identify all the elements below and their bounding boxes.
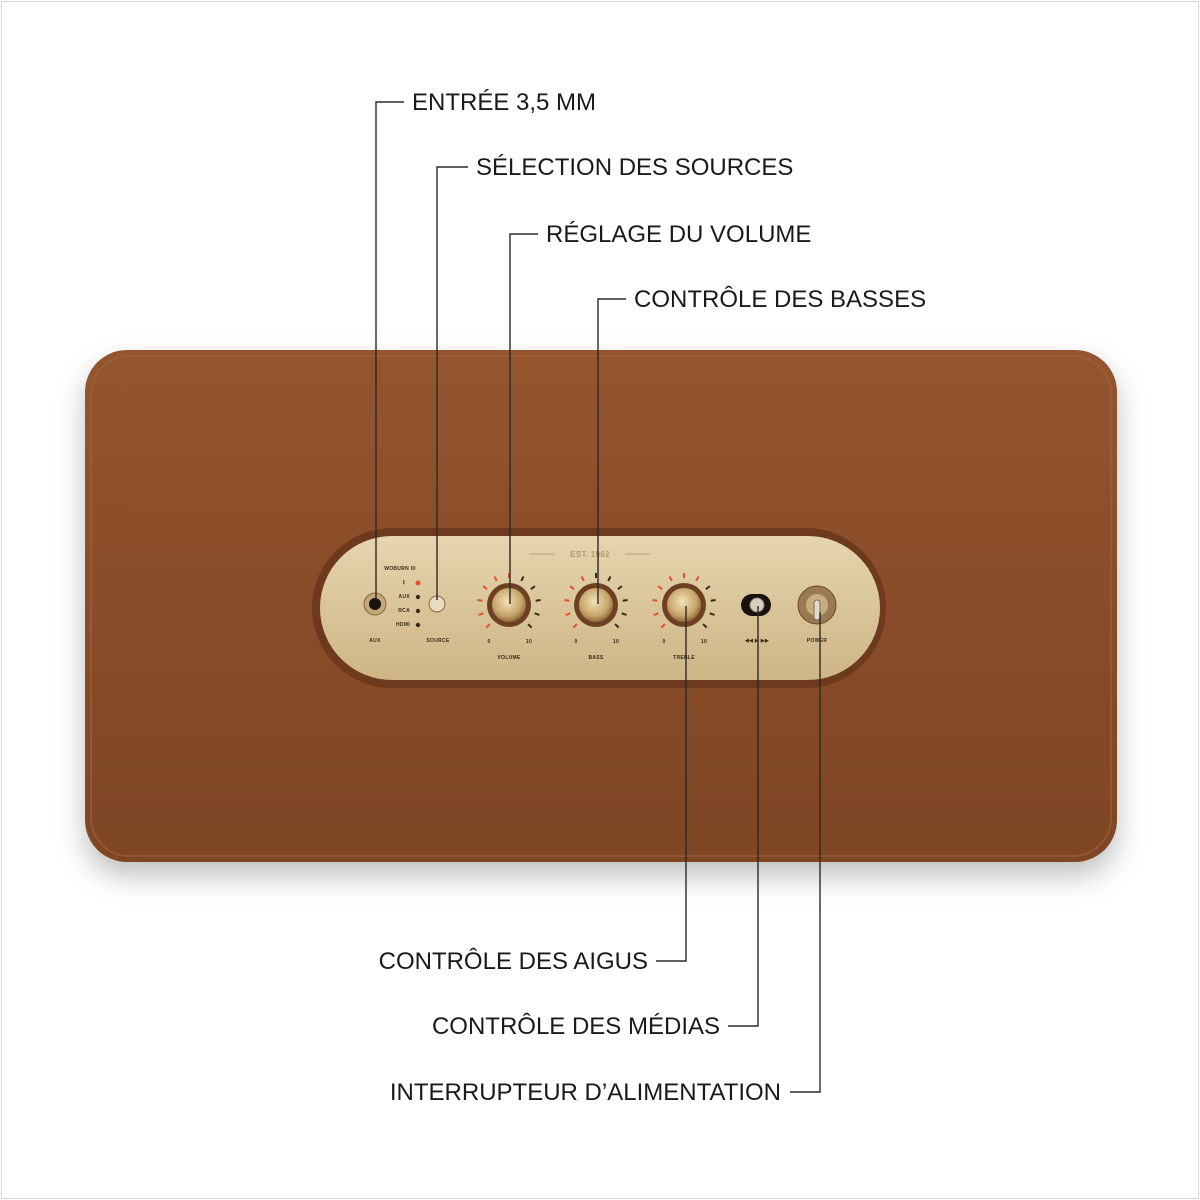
source-hdmi: HDMI — [396, 622, 410, 628]
knob-tick — [709, 612, 715, 616]
knob-tick — [668, 576, 673, 582]
leader-media — [728, 606, 759, 1027]
callout-volume: RÉGLAGE DU VOLUME — [546, 221, 811, 248]
knob-tick — [702, 623, 708, 629]
indicator-aux — [415, 594, 421, 600]
scale-max: 10 — [613, 639, 619, 645]
treble-label: TREBLE — [673, 655, 695, 661]
power-label: POWER — [807, 638, 827, 644]
indicator-rca — [415, 608, 421, 614]
knob-tick — [652, 599, 658, 602]
knob-tick — [705, 585, 711, 590]
knob-tick — [617, 585, 623, 590]
leader-volume — [509, 233, 538, 604]
media-control-button[interactable] — [749, 597, 765, 613]
power-switch-toggle[interactable] — [813, 599, 821, 621]
knob-tick — [482, 585, 488, 590]
knob-tick — [527, 623, 533, 629]
scale-max: 10 — [526, 639, 532, 645]
knob-tick — [520, 576, 525, 582]
knob-tick — [621, 612, 627, 616]
speaker-edge — [90, 355, 1112, 857]
leader-bass — [597, 298, 626, 604]
volume-label: VOLUME — [497, 655, 521, 661]
knob-tick — [493, 576, 498, 582]
knob-tick — [572, 623, 578, 629]
brand-text: EST. 1962 — [570, 550, 610, 559]
scale-min: 0 — [574, 639, 577, 645]
leader-source — [436, 166, 468, 600]
indicator-bluetooth — [415, 580, 421, 586]
knob-tick — [710, 599, 716, 602]
source-label: SOURCE — [426, 638, 450, 644]
knob-tick — [660, 623, 666, 629]
leader-aux — [375, 101, 404, 600]
knob-tick — [695, 576, 700, 582]
knob-tick — [653, 612, 659, 616]
leader-lines — [375, 101, 821, 1093]
source-rca: RCA — [398, 608, 410, 614]
bass-knob[interactable] — [579, 588, 613, 622]
scale-max: 10 — [701, 639, 707, 645]
aux-jack-hole — [369, 598, 381, 610]
treble-knob[interactable] — [667, 588, 701, 622]
leader-treble — [656, 606, 687, 962]
bass-label: BASS — [588, 655, 603, 661]
knob-tick — [530, 585, 536, 590]
leader-power — [790, 612, 821, 1093]
knob-tick — [607, 576, 612, 582]
knob-tick — [569, 585, 575, 590]
knob-tick — [657, 585, 663, 590]
aux-label: AUX — [369, 638, 381, 644]
bluetooth-icon: ᛒ — [402, 579, 405, 586]
knob-tick — [580, 576, 585, 582]
callout-source-select: SÉLECTION DES SOURCES — [476, 154, 793, 181]
callout-media: CONTRÔLE DES MÉDIAS — [432, 1012, 720, 1040]
scale-min: 0 — [662, 639, 665, 645]
callout-bass: CONTRÔLE DES BASSES — [634, 285, 926, 313]
scale-min: 0 — [487, 639, 490, 645]
knob-tick — [614, 623, 620, 629]
callout-treble: CONTRÔLE DES AIGUS — [379, 947, 648, 975]
source-aux: AUX — [399, 594, 411, 600]
callout-power: INTERRUPTEUR D’ALIMENTATION — [390, 1079, 781, 1106]
media-icons: ◀◀ ▶ ▶▶ — [744, 638, 770, 644]
volume-knob[interactable] — [492, 588, 526, 622]
knob-tick — [485, 623, 491, 629]
knob-tick — [564, 599, 570, 602]
knob-tick — [534, 612, 540, 616]
knob-tick — [477, 599, 483, 602]
model-name: WOBURN III — [384, 566, 416, 572]
knob-tick — [622, 599, 628, 602]
knob-tick — [535, 599, 541, 602]
indicator-hdmi — [415, 622, 421, 628]
knob-tick — [478, 612, 484, 616]
callout-aux-input: ENTRÉE 3,5 MM — [412, 89, 596, 116]
knob-tick — [565, 612, 571, 616]
